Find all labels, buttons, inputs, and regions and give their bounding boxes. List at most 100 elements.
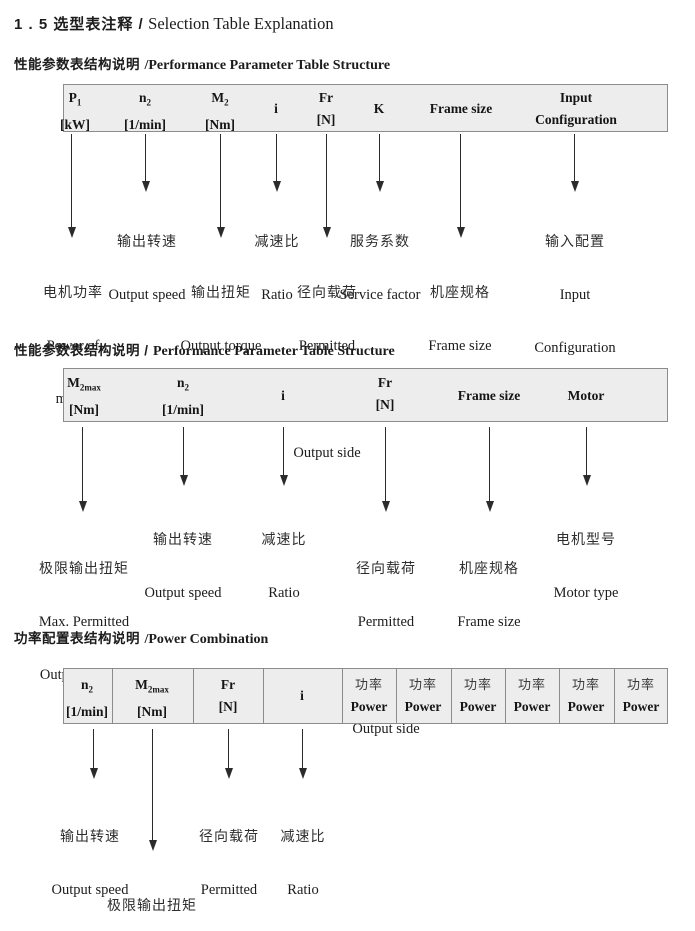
callout-en: Configuration	[534, 340, 616, 356]
arrow-s1-n2	[145, 134, 147, 181]
callout-en: Ratio	[261, 286, 293, 303]
section2-heading-cn: 性能参数表结构说明 /	[14, 343, 149, 358]
callout-s3-overhung-load: 径向载荷 Permitted Overhung load Output side	[186, 792, 273, 931]
arrow-s2-i	[283, 427, 285, 475]
col-input-l2: Configuration	[535, 112, 617, 127]
callout-s3-ratio: 减速比 Ratio	[281, 792, 326, 931]
arrow-s1-frame	[460, 134, 462, 227]
col-n2: n2 [1/min]	[66, 674, 108, 723]
col-p1-unit: [kW]	[60, 116, 90, 132]
section3-heading-cn: 功率配置表结构说明	[14, 631, 140, 646]
arrow-s1-p1	[71, 134, 73, 227]
table3-divider	[451, 668, 452, 724]
callout-en: Output speed	[144, 584, 222, 601]
arrow-s1-input	[574, 134, 576, 181]
page-title-en: Selection Table Explanation	[148, 14, 334, 33]
col-frame-size: Frame size	[457, 388, 521, 403]
col-n2-sym: n2	[80, 677, 93, 695]
section1-heading-en: /Performance Parameter Table Structure	[144, 58, 391, 73]
col-fr-unit: [N]	[375, 397, 395, 412]
callout-s2-motor-type: 电机型号 Motor type	[554, 495, 619, 638]
callout-cn: 极限输出扭矩	[39, 560, 129, 576]
callout-cn: 减速比	[261, 531, 307, 547]
arrow-s3-n2	[93, 729, 95, 768]
callout-en: Power of	[46, 337, 100, 354]
col-p1: P1 [kW]	[60, 87, 90, 136]
col-input-configuration: Input Configuration	[535, 87, 617, 131]
col-m2-unit: [Nm]	[205, 116, 235, 132]
col-fr: Fr [N]	[219, 674, 238, 718]
power-en: Power	[622, 699, 660, 714]
callout-en: Output speed	[51, 881, 129, 898]
power-cn: 功率	[517, 677, 547, 692]
callout-s3-max-output-torque: 极限输出扭矩 Max. Permitted Output torque	[107, 861, 197, 931]
callout-en: Frame size	[457, 613, 521, 630]
callout-cn: 机座规格	[459, 560, 519, 576]
callout-en: Ratio	[268, 584, 300, 601]
col-power-1: 功率 Power	[351, 674, 388, 718]
col-k: K	[373, 101, 385, 116]
callout-cn: 输出转速	[116, 233, 177, 249]
section1-heading: 性能参数表结构说明 /Performance Parameter Table S…	[14, 53, 390, 74]
callout-s1-input-configuration: 输入配置 Input Configuration	[534, 197, 615, 394]
col-m2max: M2max [Nm]	[135, 674, 169, 723]
power-cn: 功率	[626, 677, 656, 692]
callout-cn: 电机型号	[556, 531, 616, 547]
callout-cn: 减速比	[254, 233, 300, 249]
col-fr-unit: [N]	[218, 699, 238, 714]
callout-en: Input	[559, 286, 591, 303]
col-motor: Motor	[567, 388, 605, 403]
callout-cn: 径向载荷	[355, 560, 416, 576]
callout-cn: 机座规格	[430, 284, 490, 300]
table3-divider	[505, 668, 506, 724]
table-performance-1	[63, 84, 668, 132]
callout-s1-service-factor: 服务系数 Service factor	[340, 197, 421, 340]
callout-cn: 极限输出扭矩	[107, 897, 197, 913]
callout-s1-ratio: 减速比 Ratio	[255, 197, 300, 340]
arrow-s1-fr	[326, 134, 328, 227]
section2-heading: 性能参数表结构说明 / Performance Parameter Table …	[14, 339, 395, 360]
col-i: i	[274, 101, 278, 116]
table3-divider	[396, 668, 397, 724]
table3-divider	[263, 668, 264, 724]
callout-cn: 电机功率	[43, 284, 103, 300]
col-power-2: 功率 Power	[405, 674, 442, 718]
page-title: 1 . 5 选型表注释 / Selection Table Explanatio…	[14, 13, 334, 34]
callout-en: Motor type	[553, 584, 619, 601]
callout-cn: 输入配置	[544, 233, 605, 249]
col-fr-sym: Fr	[377, 375, 393, 390]
col-fr-sym: Fr	[318, 90, 334, 105]
col-n2-unit: [1/min]	[162, 401, 204, 417]
col-n2-unit: [1/min]	[124, 116, 166, 132]
arrow-s2-motor	[586, 427, 588, 475]
callout-cn: 服务系数	[349, 233, 410, 249]
section2-heading-en: Performance Parameter Table Structure	[152, 344, 395, 359]
callout-en: Output speed	[108, 286, 186, 303]
table3-divider	[112, 668, 113, 724]
arrow-s2-fr	[385, 427, 387, 501]
callout-s2-frame-size: 机座规格 Frame size	[457, 524, 520, 667]
table-performance-2	[63, 368, 668, 422]
section1-heading-cn: 性能参数表结构说明	[14, 57, 140, 72]
table3-divider	[342, 668, 343, 724]
col-i: i	[281, 388, 285, 403]
col-fr: Fr [N]	[376, 372, 395, 416]
page-title-cn: 1 . 5 选型表注释 /	[14, 16, 144, 33]
col-m2max-unit: [Nm]	[137, 703, 167, 719]
col-m2max-unit: [Nm]	[69, 401, 99, 417]
power-cn: 功率	[354, 677, 384, 692]
arrow-s2-n2	[183, 427, 185, 475]
callout-en: Max. Permitted	[38, 613, 130, 630]
power-en: Power	[404, 699, 442, 714]
power-en: Power	[459, 699, 497, 714]
table3-divider	[193, 668, 194, 724]
col-m2: M2 [Nm]	[205, 87, 235, 136]
power-cn: 功率	[408, 677, 438, 692]
callout-en: Ratio	[287, 881, 319, 898]
arrow-s1-k	[379, 134, 381, 181]
callout-en: Output torque	[180, 337, 262, 354]
callout-s2-ratio: 减速比 Ratio	[262, 495, 307, 638]
power-cn: 功率	[463, 677, 493, 692]
col-m2max-sym: M2max	[135, 677, 169, 695]
